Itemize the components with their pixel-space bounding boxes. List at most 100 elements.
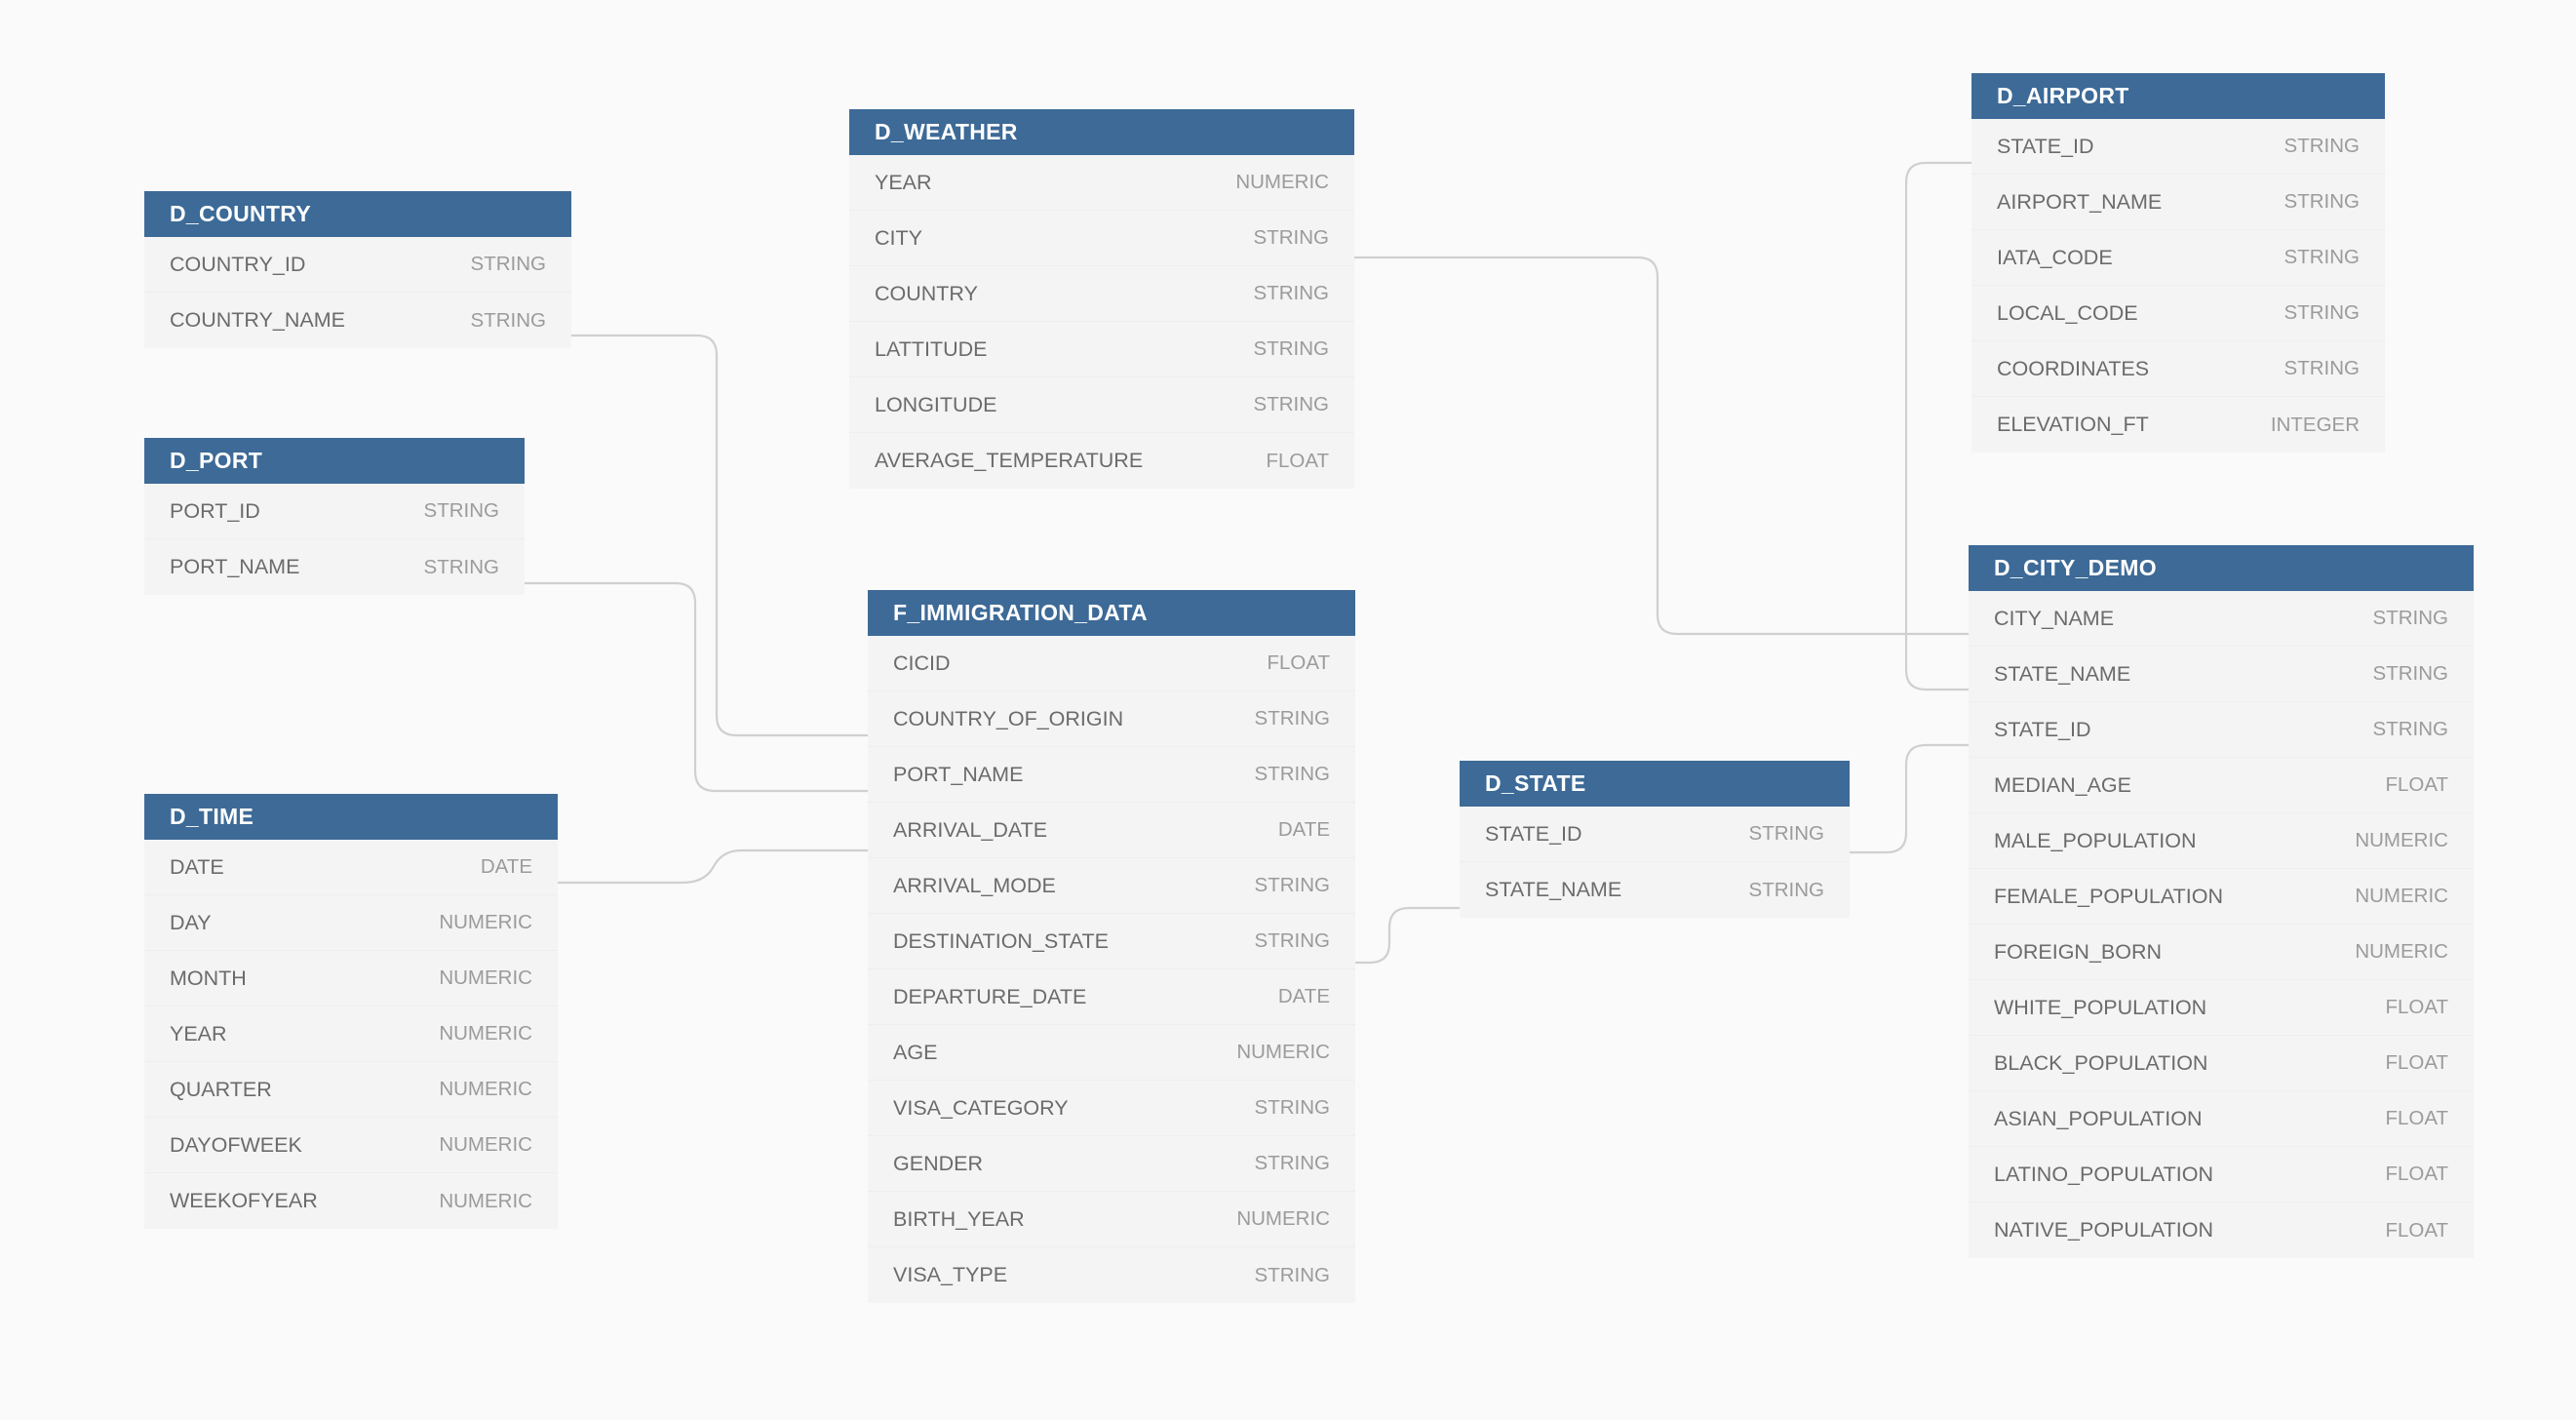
field-name: YEAR (170, 1021, 227, 1045)
field-name: STATE_ID (1997, 134, 2094, 158)
field-type: NUMERIC (439, 966, 532, 989)
entity-title: D_CITY_DEMO (1969, 545, 2474, 591)
field-name: PORT_NAME (170, 555, 300, 578)
field-name: LOCAL_CODE (1997, 300, 2138, 325)
field-type: STRING (1253, 337, 1329, 360)
field-name: FEMALE_POPULATION (1994, 884, 2223, 908)
entity-title: D_WEATHER (849, 109, 1354, 155)
field-type: STRING (1748, 822, 1824, 845)
field-name: DAYOFWEEK (170, 1132, 302, 1157)
field-name: AGE (893, 1040, 938, 1064)
field-type: STRING (1253, 226, 1329, 249)
field-name: STATE_NAME (1485, 878, 1622, 901)
field-name: PORT_ID (170, 498, 260, 523)
entity-field-row[interactable]: CITY STRING (849, 211, 1354, 266)
field-type: DATE (480, 855, 532, 878)
field-type: STRING (1254, 1096, 1330, 1119)
field-type: STRING (1253, 282, 1329, 304)
entity-field-row[interactable]: QUARTER NUMERIC (144, 1062, 558, 1118)
field-type: FLOAT (2385, 1163, 2448, 1185)
field-name: ELEVATION_FT (1997, 413, 2149, 436)
field-type: STRING (1253, 393, 1329, 415)
field-name: DAY (170, 910, 212, 934)
field-name: QUARTER (170, 1077, 272, 1101)
field-type: DATE (1277, 985, 1330, 1007)
field-name: FOREIGN_BORN (1994, 939, 2163, 964)
field-name: ARRIVAL_DATE (893, 817, 1048, 842)
field-name: COUNTRY_NAME (170, 308, 345, 332)
field-type: STRING (2372, 718, 2448, 740)
field-type: FLOAT (1267, 651, 1330, 674)
entity-title: D_AIRPORT (1971, 73, 2385, 119)
field-type: NUMERIC (1235, 171, 1329, 193)
relationship-line (558, 848, 868, 885)
field-type: NUMERIC (439, 1078, 532, 1100)
field-type: FLOAT (2385, 1107, 2448, 1129)
field-type: STRING (470, 308, 546, 332)
entity-title: D_PORT (144, 438, 525, 484)
field-type: FLOAT (2385, 1218, 2448, 1242)
relationship-line (1850, 743, 1969, 854)
entity-title: D_TIME (144, 794, 558, 840)
field-type: STRING (2372, 662, 2448, 685)
entity-field-row[interactable]: LONGITUDE STRING (849, 377, 1354, 433)
relationship-line (571, 334, 868, 737)
entity-field-row[interactable]: COUNTRY_NAME STRING (144, 293, 571, 348)
field-name: LONGITUDE (875, 392, 997, 416)
field-name: CITY (875, 225, 922, 250)
